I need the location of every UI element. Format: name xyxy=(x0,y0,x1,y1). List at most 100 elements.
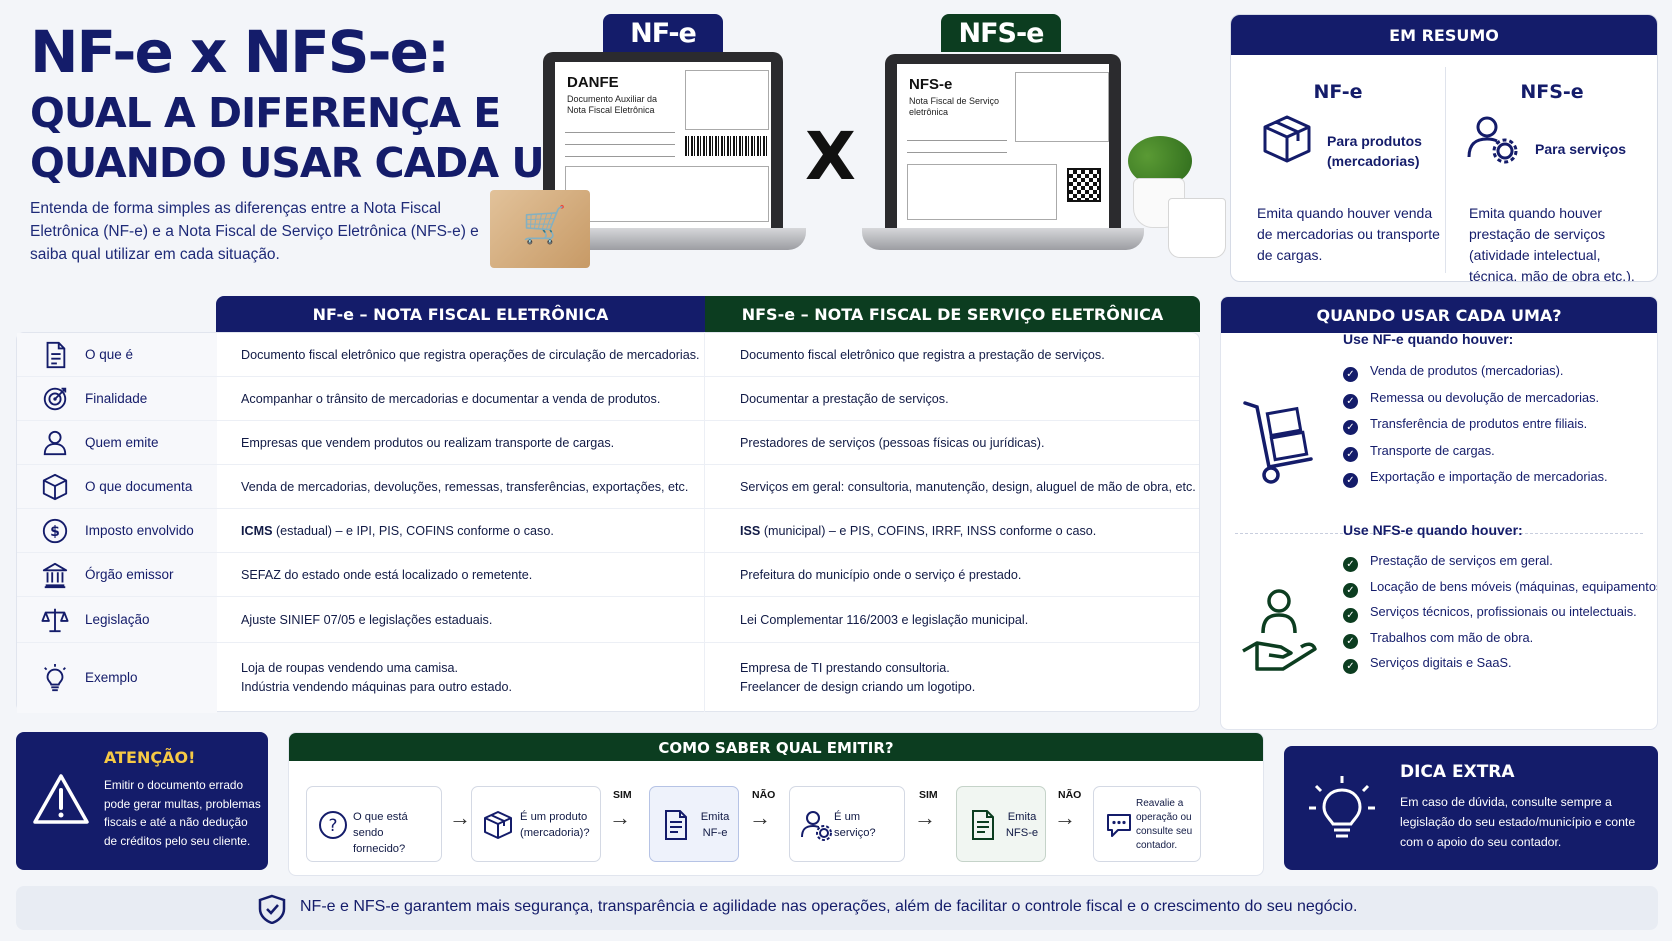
page-subtitle: Entenda de forma simples as diferenças e… xyxy=(30,200,479,263)
cell-nfe-text: Documento fiscal eletrônico que registra… xyxy=(241,347,700,362)
flow-step: Reavalie a operação ou consulte seu cont… xyxy=(1093,786,1201,862)
cell-nfe: Ajuste SINIEF 07/05 e legislações estadu… xyxy=(241,611,492,630)
cell-nfse: ISS (municipal) – e PIS, COFINS, IRRF, I… xyxy=(740,522,1096,541)
tip-text: Em caso de dúvida, consulte sempre a leg… xyxy=(1400,795,1636,849)
cell-nfse-text: Prestadores de serviços (pessoas físicas… xyxy=(740,435,1045,450)
table-row: O que documenta Venda de mercadorias, dev… xyxy=(17,465,1199,509)
flow-step: ?O que está sendo fornecido? xyxy=(306,786,442,862)
attention-title: ATENÇÃO! xyxy=(104,748,196,767)
nfse-document: NFS-e Nota Fiscal de Serviço eletrônica xyxy=(897,64,1109,230)
page-title-line3: QUANDO USAR CADA UMA xyxy=(30,139,615,187)
cell-nfe: ICMS (estadual) – e IPI, PIS, COFINS con… xyxy=(241,522,554,541)
danfe-items-table xyxy=(565,166,769,222)
flow-step: Emita NF-e xyxy=(649,786,739,862)
table-header-nfe: NF-e – NOTA FISCAL ELETRÔNICA xyxy=(216,296,705,332)
table-header-nfse: NFS-e – NOTA FISCAL DE SERVIÇO ELETRÔNIC… xyxy=(705,296,1200,332)
flow-step: É um produto (mercadoria)? xyxy=(471,786,601,862)
svg-text:$: $ xyxy=(50,524,60,540)
target-icon xyxy=(43,387,67,411)
when-separator xyxy=(1235,533,1643,534)
flow-label: NÃO xyxy=(752,789,776,801)
dollar-icon: $ xyxy=(42,518,68,544)
danfe-box xyxy=(685,70,769,130)
laptop-nfe-base xyxy=(520,228,806,250)
cell-nfse-text: (municipal) – e PIS, COFINS, IRRF, INSS … xyxy=(763,523,1097,538)
list-item-text: Locação de bens móveis (máquinas, equipa… xyxy=(1370,578,1658,594)
check-icon: ✓ xyxy=(1343,633,1358,649)
summary-panel: EM RESUMO NF-e Para produtos (mercadoria… xyxy=(1230,14,1658,282)
cell-nfe-text: Loja de roupas vendendo uma camisa. xyxy=(241,661,459,675)
invoice-icon xyxy=(972,810,994,840)
cell-nfse: Prestadores de serviços (pessoas físicas… xyxy=(740,434,1044,453)
arrow-right-icon: → xyxy=(914,805,936,830)
row-label: Órgão emissor xyxy=(85,567,174,582)
list-item-text: Prestação de serviços em geral. xyxy=(1370,553,1553,568)
badge-nfe: NF-e xyxy=(603,14,723,52)
check-icon: ✓ xyxy=(1343,557,1358,572)
arrow-right-icon: → xyxy=(1054,805,1076,830)
cell-nfe-text: (estadual) – e IPI, PIS, COFINS conforme… xyxy=(275,523,554,538)
flow-step: É um serviço? xyxy=(789,786,905,862)
list-item: ✓ Prestação de serviços em geral. xyxy=(1343,553,1553,572)
nfse-line xyxy=(907,152,1007,153)
row-label: Finalidade xyxy=(85,391,148,406)
page-title-line2: QUAL A DIFERENÇA E xyxy=(30,89,501,137)
cell-nfe: Empresas que vendem produtos ou realizam… xyxy=(241,434,614,453)
danfe-line xyxy=(565,132,675,133)
shield-icon xyxy=(258,894,286,924)
flow-step-text: Emita NF-e xyxy=(700,811,730,839)
check-icon: ✓ xyxy=(1343,446,1358,462)
tax-name: ICMS xyxy=(241,523,273,538)
check-icon: ✓ xyxy=(1343,582,1358,598)
danfe-line xyxy=(565,156,675,157)
cell-nfse: Empresa de TI prestando consultoria.Free… xyxy=(740,659,975,697)
flow-step-text: O que está sendo fornecido? xyxy=(353,811,408,855)
list-item: ✓ Locação de bens móveis (máquinas, equip… xyxy=(1343,578,1658,598)
row-label: O que documenta xyxy=(85,479,193,494)
check-icon: ✓ xyxy=(1343,659,1358,674)
question-icon: ? xyxy=(319,811,347,839)
list-item: ✓Serviços técnicos, profissionais ou int… xyxy=(1343,604,1637,623)
lightbulb-icon xyxy=(1309,776,1375,838)
cell-nfe-text: Ajuste SINIEF 07/05 e legislações estadu… xyxy=(241,612,493,627)
danfe-line xyxy=(565,144,675,145)
summary-nfse-column: NFS-e Para serviços Emita quando houver … xyxy=(1445,63,1657,281)
cell-nfe-text: Empresas que vendem produtos ou realizam… xyxy=(241,435,615,450)
table-body: O que é Documento fiscal eletrônico que r… xyxy=(16,332,1200,713)
when-title: QUANDO USAR CADA UMA? xyxy=(1221,297,1657,333)
cell-nfe-text: SEFAZ do estado onde está localizado o r… xyxy=(241,567,533,582)
arrow-right-icon: → xyxy=(609,805,631,830)
page-title: NF-e x NFS-e: xyxy=(30,18,450,86)
cell-nfe-text: Venda de mercadorias, devoluções, remess… xyxy=(241,479,689,494)
table-row: $ Imposto envolvido ICMS (estadual) – e IP… xyxy=(17,509,1199,553)
list-item-text: Serviços digitais e SaaS. xyxy=(1370,655,1512,670)
list-item: ✓Remessa ou devolução de mercadorias. xyxy=(1343,390,1599,409)
nfse-box xyxy=(1015,72,1109,142)
danfe-subtitle: Documento Auxiliar da Nota Fiscal Eletrô… xyxy=(567,94,658,115)
person-icon xyxy=(43,430,67,456)
list-item: ✓Venda de produtos (mercadorias). xyxy=(1343,363,1563,382)
tax-name: ISS xyxy=(740,523,761,538)
cell-nfse-text: Documentar a prestação de serviços. xyxy=(740,391,949,406)
flow-label: SIM xyxy=(613,789,632,801)
invoice-icon xyxy=(665,810,687,840)
coffee-mug-icon xyxy=(1168,198,1226,258)
cell-nfe: Documento fiscal eletrônico que registra… xyxy=(241,346,700,365)
row-label-cell xyxy=(17,333,217,376)
nfse-doc-title: NFS-e xyxy=(909,76,953,93)
package-icon xyxy=(1263,115,1311,163)
cell-nfse-text: Serviços em geral: consultoria, manutenç… xyxy=(740,479,1196,494)
cell-nfse-text: Prefeitura do município onde o serviço é… xyxy=(740,567,1022,582)
row-label-cell xyxy=(17,643,217,713)
cell-nfe: Acompanhar o trânsito de mercadorias e d… xyxy=(241,390,660,409)
nfse-items-table xyxy=(907,164,1057,220)
cube-icon xyxy=(42,473,68,501)
nfse-line xyxy=(907,140,1007,141)
row-label-cell xyxy=(17,597,217,642)
row-label: Imposto envolvido xyxy=(85,523,194,538)
row-label: O que é xyxy=(85,347,134,362)
summary-nfe-text: Emita quando houver venda de mercadorias… xyxy=(1257,205,1440,263)
cell-nfe: Venda de mercadorias, devoluções, remess… xyxy=(241,478,688,497)
cell-nfse: Prefeitura do município onde o serviço é… xyxy=(740,566,1021,585)
